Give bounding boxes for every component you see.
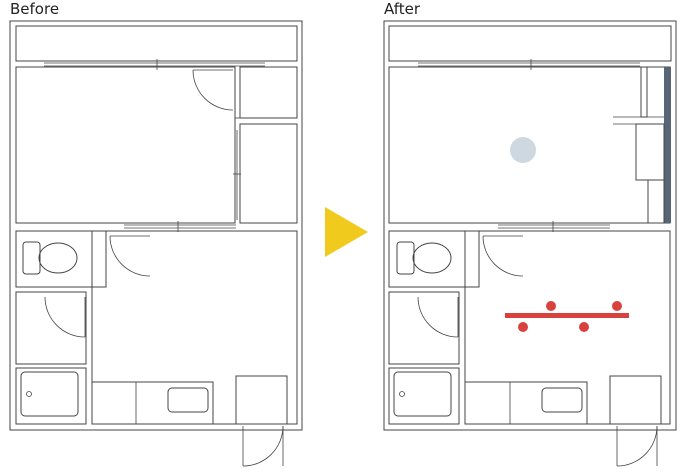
after-bathroom <box>388 367 460 425</box>
after-toilet-tank <box>396 241 415 275</box>
after-kitchen-area <box>464 230 671 425</box>
before-sink <box>167 387 209 413</box>
before-closet-bottom <box>239 123 298 224</box>
before-room-door <box>192 69 234 111</box>
after-spotlight-icon <box>579 322 589 332</box>
after-storage-upper <box>635 123 665 181</box>
after-kitchen-counter <box>464 381 588 425</box>
before-bathroom <box>15 367 87 425</box>
before-wash-door <box>44 296 86 338</box>
before-label: Before <box>10 0 60 18</box>
before-outer-wall <box>9 20 303 431</box>
after-shelf <box>640 66 648 118</box>
after-toilet-door <box>482 235 524 277</box>
after-bathtub <box>393 371 452 417</box>
after-toilet-room <box>388 230 480 288</box>
after-storage-lower <box>647 179 665 224</box>
after-spotlight-icon <box>612 301 622 311</box>
after-toilet-bowl <box>412 242 452 274</box>
before-kitchen-counter <box>91 381 214 425</box>
before-main-room <box>15 66 236 224</box>
before-entrance-door <box>242 425 284 467</box>
after-spotlight-icon <box>546 301 556 311</box>
before-balcony <box>15 25 298 62</box>
after-sink <box>541 387 583 413</box>
after-washroom <box>388 291 460 365</box>
after-entrance-door <box>616 425 658 467</box>
before-kitchen-area <box>91 230 298 425</box>
after-wash-door <box>417 296 459 338</box>
before-toilet-bowl <box>38 242 78 274</box>
after-accent-wall <box>664 67 671 223</box>
after-spotlight-icon <box>518 322 528 332</box>
before-toilet-door <box>109 235 151 277</box>
after-floor-plan <box>383 20 677 467</box>
before-toilet-room <box>15 230 107 288</box>
after-label: After <box>384 0 421 18</box>
after-outer-wall <box>383 20 677 431</box>
after-balcony <box>388 25 672 62</box>
arrow-icon <box>325 207 368 257</box>
before-toilet-tank <box>22 241 41 275</box>
before-bathtub <box>20 371 79 417</box>
after-fridge <box>609 375 662 425</box>
before-closet-top <box>239 66 298 119</box>
after-lighting-rail <box>505 313 629 318</box>
before-floor-plan <box>9 20 303 467</box>
before-washroom <box>15 291 87 365</box>
before-fridge <box>235 375 288 425</box>
after-ceiling-light-icon <box>510 137 536 163</box>
